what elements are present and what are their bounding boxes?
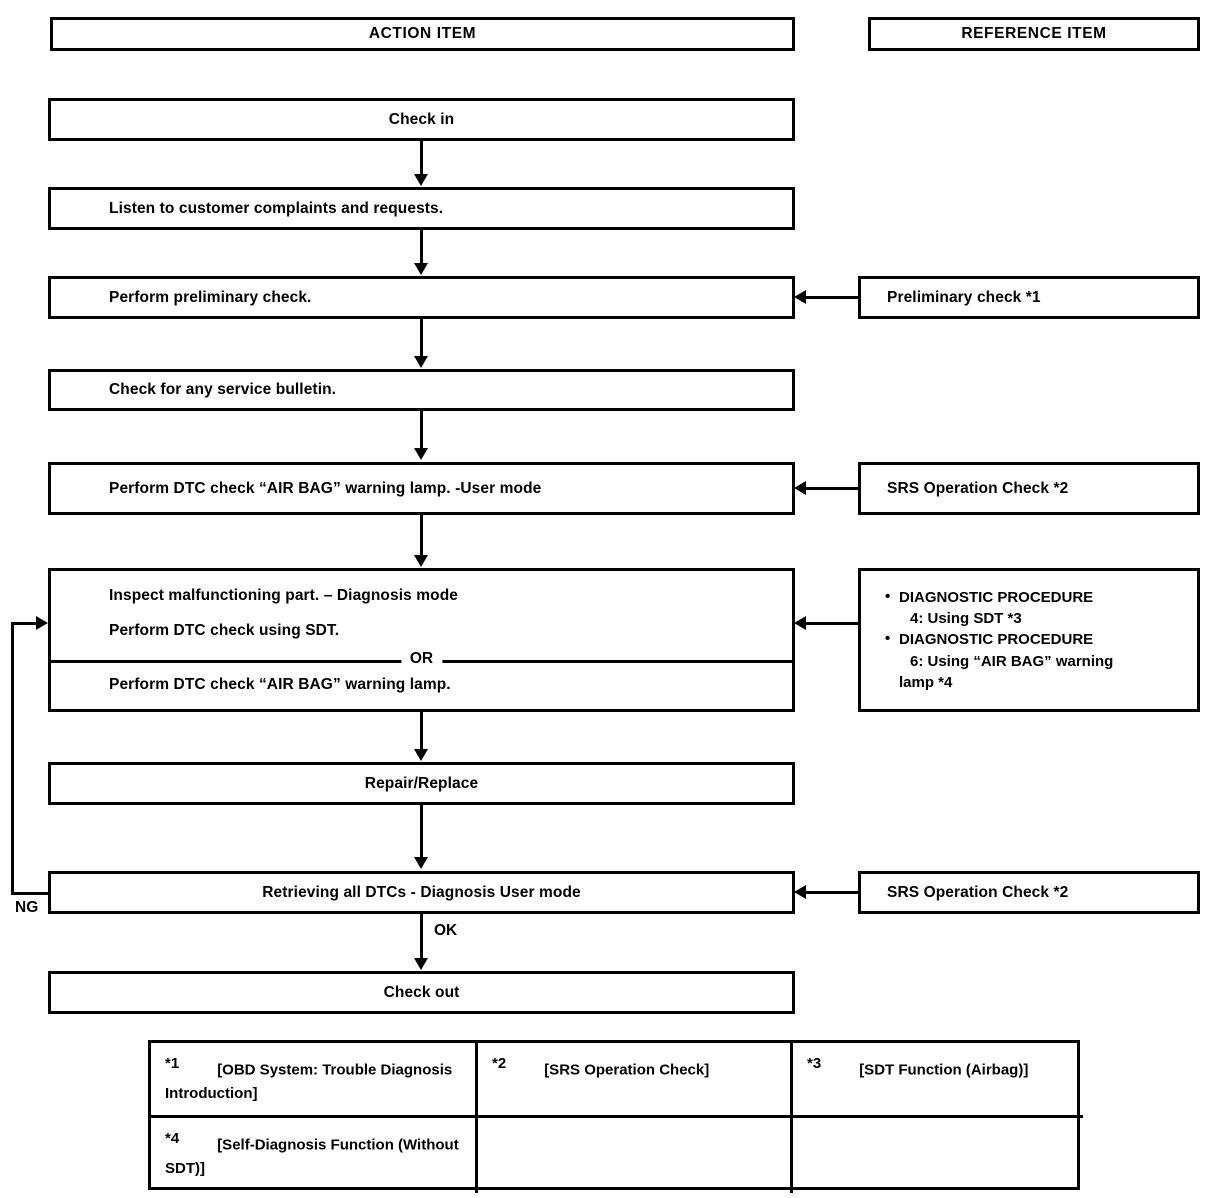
action-item-header: ACTION ITEM [50, 17, 795, 51]
step-perform-preliminary-check-label: Perform preliminary check. [109, 288, 312, 306]
connector-check-in-to-listen [420, 141, 423, 175]
step-inspect-line-2-row: Perform DTC check using SDT. [51, 611, 792, 651]
reference-item-header: REFERENCE ITEM [868, 17, 1200, 51]
step-check-in[interactable]: Check in [48, 98, 795, 141]
step-inspect-line-1-label: Inspect malfunctioning part. – Diagnosis… [109, 587, 458, 605]
reference-bullet-2-line-3: lamp *4 [899, 673, 953, 691]
step-listen-to-customer[interactable]: Listen to customer complaints and reques… [48, 187, 795, 230]
reference-bullet-1-line-2: 4: Using SDT *3 [910, 610, 1022, 628]
step-check-out-label: Check out [383, 983, 460, 1001]
reference-srs-operation-check-2[interactable]: SRS Operation Check *2 [858, 871, 1200, 914]
reference-bullet-1-line-1: DIAGNOSTIC PROCEDURE [899, 588, 1094, 606]
or-divider: OR [51, 651, 792, 667]
footnote-table: *1[OBD System: Trouble Diagnosis Introdu… [148, 1040, 1083, 1193]
arrow-preliminary-to-bulletin [414, 356, 428, 368]
ng-loop-top-segment [11, 622, 37, 625]
step-check-service-bulletin-label: Check for any service bulletin. [109, 381, 337, 399]
step-perform-preliminary-check[interactable]: Perform preliminary check. [48, 276, 795, 319]
connector-preliminary-to-bulletin [420, 319, 423, 357]
arrow-inspect-to-repair [414, 749, 428, 761]
footnote-cell-2: *2 [SRS Operation Check] [478, 1043, 793, 1118]
connector-inspect-to-repair [420, 712, 423, 749]
arrow-ref-preliminary [794, 290, 806, 304]
step-retrieve-all-dtcs-label: Retrieving all DTCs - Diagnosis User mod… [262, 883, 581, 901]
connector-ref-preliminary [806, 296, 858, 299]
connector-bulletin-to-dtc-user [420, 411, 423, 449]
connector-ref-diagnostic-procedure [806, 622, 858, 625]
step-check-service-bulletin[interactable]: Check for any service bulletin. [48, 369, 795, 411]
step-check-in-label: Check in [388, 110, 455, 128]
step-dtc-check-user-mode[interactable]: Perform DTC check “AIR BAG” warning lamp… [48, 462, 795, 515]
arrow-check-in-to-listen [414, 174, 428, 186]
step-inspect-line-3-label: Perform DTC check “AIR BAG” warning lamp… [109, 676, 451, 694]
arrow-bulletin-to-dtc-user [414, 448, 428, 460]
edge-label-ok: OK [434, 922, 458, 939]
footnote-mark-4: *4 [165, 1130, 180, 1147]
footnote-text-1: [OBD System: Trouble Diagnosis Introduct… [165, 1061, 453, 1102]
connector-ref-srs-2 [806, 891, 858, 894]
footnote-cell-1: *1[OBD System: Trouble Diagnosis Introdu… [151, 1043, 478, 1118]
footnote-cell-6 [793, 1118, 1083, 1193]
ng-loop-bottom-segment [11, 892, 51, 895]
footnote-cell-4: *4[Self-Diagnosis Function (Without SDT)… [151, 1118, 478, 1193]
reference-diagnostic-procedure-list: DIAGNOSTIC PROCEDURE 4: Using SDT *3 DIA… [861, 586, 1197, 693]
arrow-ref-srs-2 [794, 885, 806, 899]
arrow-ref-diagnostic-procedure [794, 616, 806, 630]
reference-diagnostic-procedure[interactable]: DIAGNOSTIC PROCEDURE 4: Using SDT *3 DIA… [858, 568, 1200, 712]
reference-item-header-label: REFERENCE ITEM [961, 25, 1107, 43]
or-divider-label: OR [400, 651, 443, 667]
reference-bullet-2-line-2: 6: Using “AIR BAG” warning [910, 652, 1114, 670]
reference-bullet-item: DIAGNOSTIC PROCEDURE 6: Using “AIR BAG” … [885, 628, 1191, 693]
connector-repair-to-retrieve [420, 805, 423, 858]
step-inspect-line-3-row: Perform DTC check “AIR BAG” warning lamp… [51, 663, 792, 707]
arrow-dtc-user-to-inspect [414, 555, 428, 567]
connector-dtc-user-to-inspect [420, 515, 423, 556]
arrow-ref-srs-1 [794, 481, 806, 495]
step-check-out[interactable]: Check out [48, 971, 795, 1014]
footnote-text-4: [Self-Diagnosis Function (Without SDT)] [165, 1136, 459, 1177]
reference-preliminary-check-label: Preliminary check *1 [887, 288, 1041, 306]
action-item-header-label: ACTION ITEM [368, 25, 477, 43]
arrow-repair-to-retrieve [414, 857, 428, 869]
footnote-text-2: [SRS Operation Check] [544, 1061, 710, 1079]
arrow-listen-to-preliminary [414, 263, 428, 275]
reference-bullet-2-line-1: DIAGNOSTIC PROCEDURE [899, 631, 1094, 649]
connector-listen-to-preliminary [420, 230, 423, 264]
arrow-ng-loop-into-inspect [36, 616, 48, 630]
footnote-mark-1: *1 [165, 1055, 180, 1072]
step-inspect-line-1-row: Inspect malfunctioning part. – Diagnosis… [51, 571, 792, 611]
reference-srs-operation-check-1-label: SRS Operation Check *2 [887, 479, 1069, 497]
step-repair-replace-label: Repair/Replace [364, 774, 479, 792]
step-inspect-line-2-label: Perform DTC check using SDT. [109, 622, 340, 640]
step-inspect-malfunctioning-part[interactable]: Inspect malfunctioning part. – Diagnosis… [48, 568, 795, 712]
ng-loop-vertical-segment [11, 622, 14, 895]
step-listen-to-customer-label: Listen to customer complaints and reques… [109, 199, 444, 217]
step-dtc-check-user-mode-label: Perform DTC check “AIR BAG” warning lamp… [109, 479, 542, 497]
reference-srs-operation-check-2-label: SRS Operation Check *2 [887, 883, 1069, 901]
reference-bullet-item: DIAGNOSTIC PROCEDURE 4: Using SDT *3 [885, 586, 1191, 630]
edge-label-ng: NG [15, 899, 39, 916]
reference-preliminary-check[interactable]: Preliminary check *1 [858, 276, 1200, 319]
arrow-retrieve-to-checkout [414, 958, 428, 970]
reference-srs-operation-check-1[interactable]: SRS Operation Check *2 [858, 462, 1200, 515]
connector-ref-srs-1 [806, 487, 858, 490]
step-retrieve-all-dtcs[interactable]: Retrieving all DTCs - Diagnosis User mod… [48, 871, 795, 914]
step-repair-replace[interactable]: Repair/Replace [48, 762, 795, 805]
footnote-cell-5 [478, 1118, 793, 1193]
footnote-mark-3: *3 [807, 1055, 822, 1072]
footnote-cell-3: *3 [SDT Function (Airbag)] [793, 1043, 1083, 1118]
footnote-mark-2: *2 [492, 1055, 507, 1072]
connector-retrieve-to-checkout [420, 914, 423, 959]
footnote-text-3: [SDT Function (Airbag)] [859, 1061, 1029, 1079]
